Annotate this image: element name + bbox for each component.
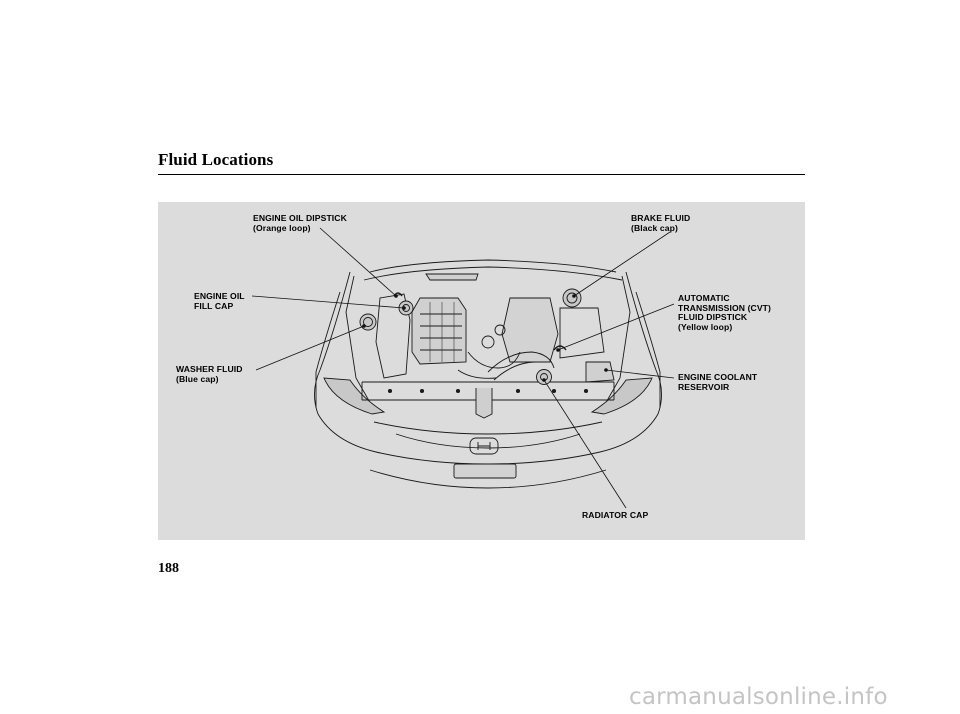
leader-engine-coolant-reservoir bbox=[605, 369, 675, 379]
brake-fluid-cap bbox=[562, 288, 582, 308]
leader-engine-oil-dipstick bbox=[319, 227, 397, 297]
atf-dipstick-loop bbox=[553, 345, 567, 351]
title-divider bbox=[158, 174, 805, 175]
label-radiator-cap: RADIATOR CAP bbox=[582, 510, 649, 520]
label-engine-coolant-reservoir: ENGINE COOLANT RESERVOIR bbox=[678, 372, 758, 392]
front-bumper bbox=[373, 421, 603, 435]
label-brake-fluid: BRAKE FLUID (Black cap) bbox=[631, 213, 691, 233]
headlight-left bbox=[323, 377, 386, 415]
engine-cover bbox=[411, 297, 467, 365]
coolant-reservoir bbox=[585, 361, 615, 383]
page-title: Fluid Locations bbox=[158, 150, 274, 169]
label-engine-oil-fill-cap: ENGINE OIL FILL CAP bbox=[194, 291, 245, 311]
headlight-right bbox=[590, 377, 653, 415]
license-plate-area bbox=[453, 463, 517, 479]
label-engine-oil-dipstick: ENGINE OIL DIPSTICK (Orange loop) bbox=[253, 213, 347, 233]
label-atf-dipstick: AUTOMATIC TRANSMISSION (CVT) FLUID DIPST… bbox=[678, 293, 771, 332]
watermark-text: carmanualsonline.info bbox=[629, 684, 888, 710]
washer-reservoir-cap bbox=[359, 313, 377, 331]
radiator-cap bbox=[536, 369, 552, 385]
leader-washer-fluid bbox=[255, 325, 365, 371]
leader-engine-oil-fill-cap bbox=[251, 295, 405, 309]
engine-bay-illustration bbox=[251, 227, 675, 509]
page-number: 188 bbox=[158, 561, 179, 576]
label-washer-fluid: WASHER FLUID (Blue cap) bbox=[176, 364, 243, 384]
honda-emblem bbox=[469, 437, 499, 455]
leader-atf-dipstick bbox=[557, 303, 675, 351]
leader-radiator-cap bbox=[543, 379, 627, 509]
hood-outline bbox=[369, 259, 617, 273]
hood-latch bbox=[475, 388, 493, 419]
engine-compartment-figure: ENGINE OIL DIPSTICK (Orange loop) BRAKE … bbox=[158, 202, 805, 540]
leader-brake-fluid bbox=[573, 231, 671, 297]
